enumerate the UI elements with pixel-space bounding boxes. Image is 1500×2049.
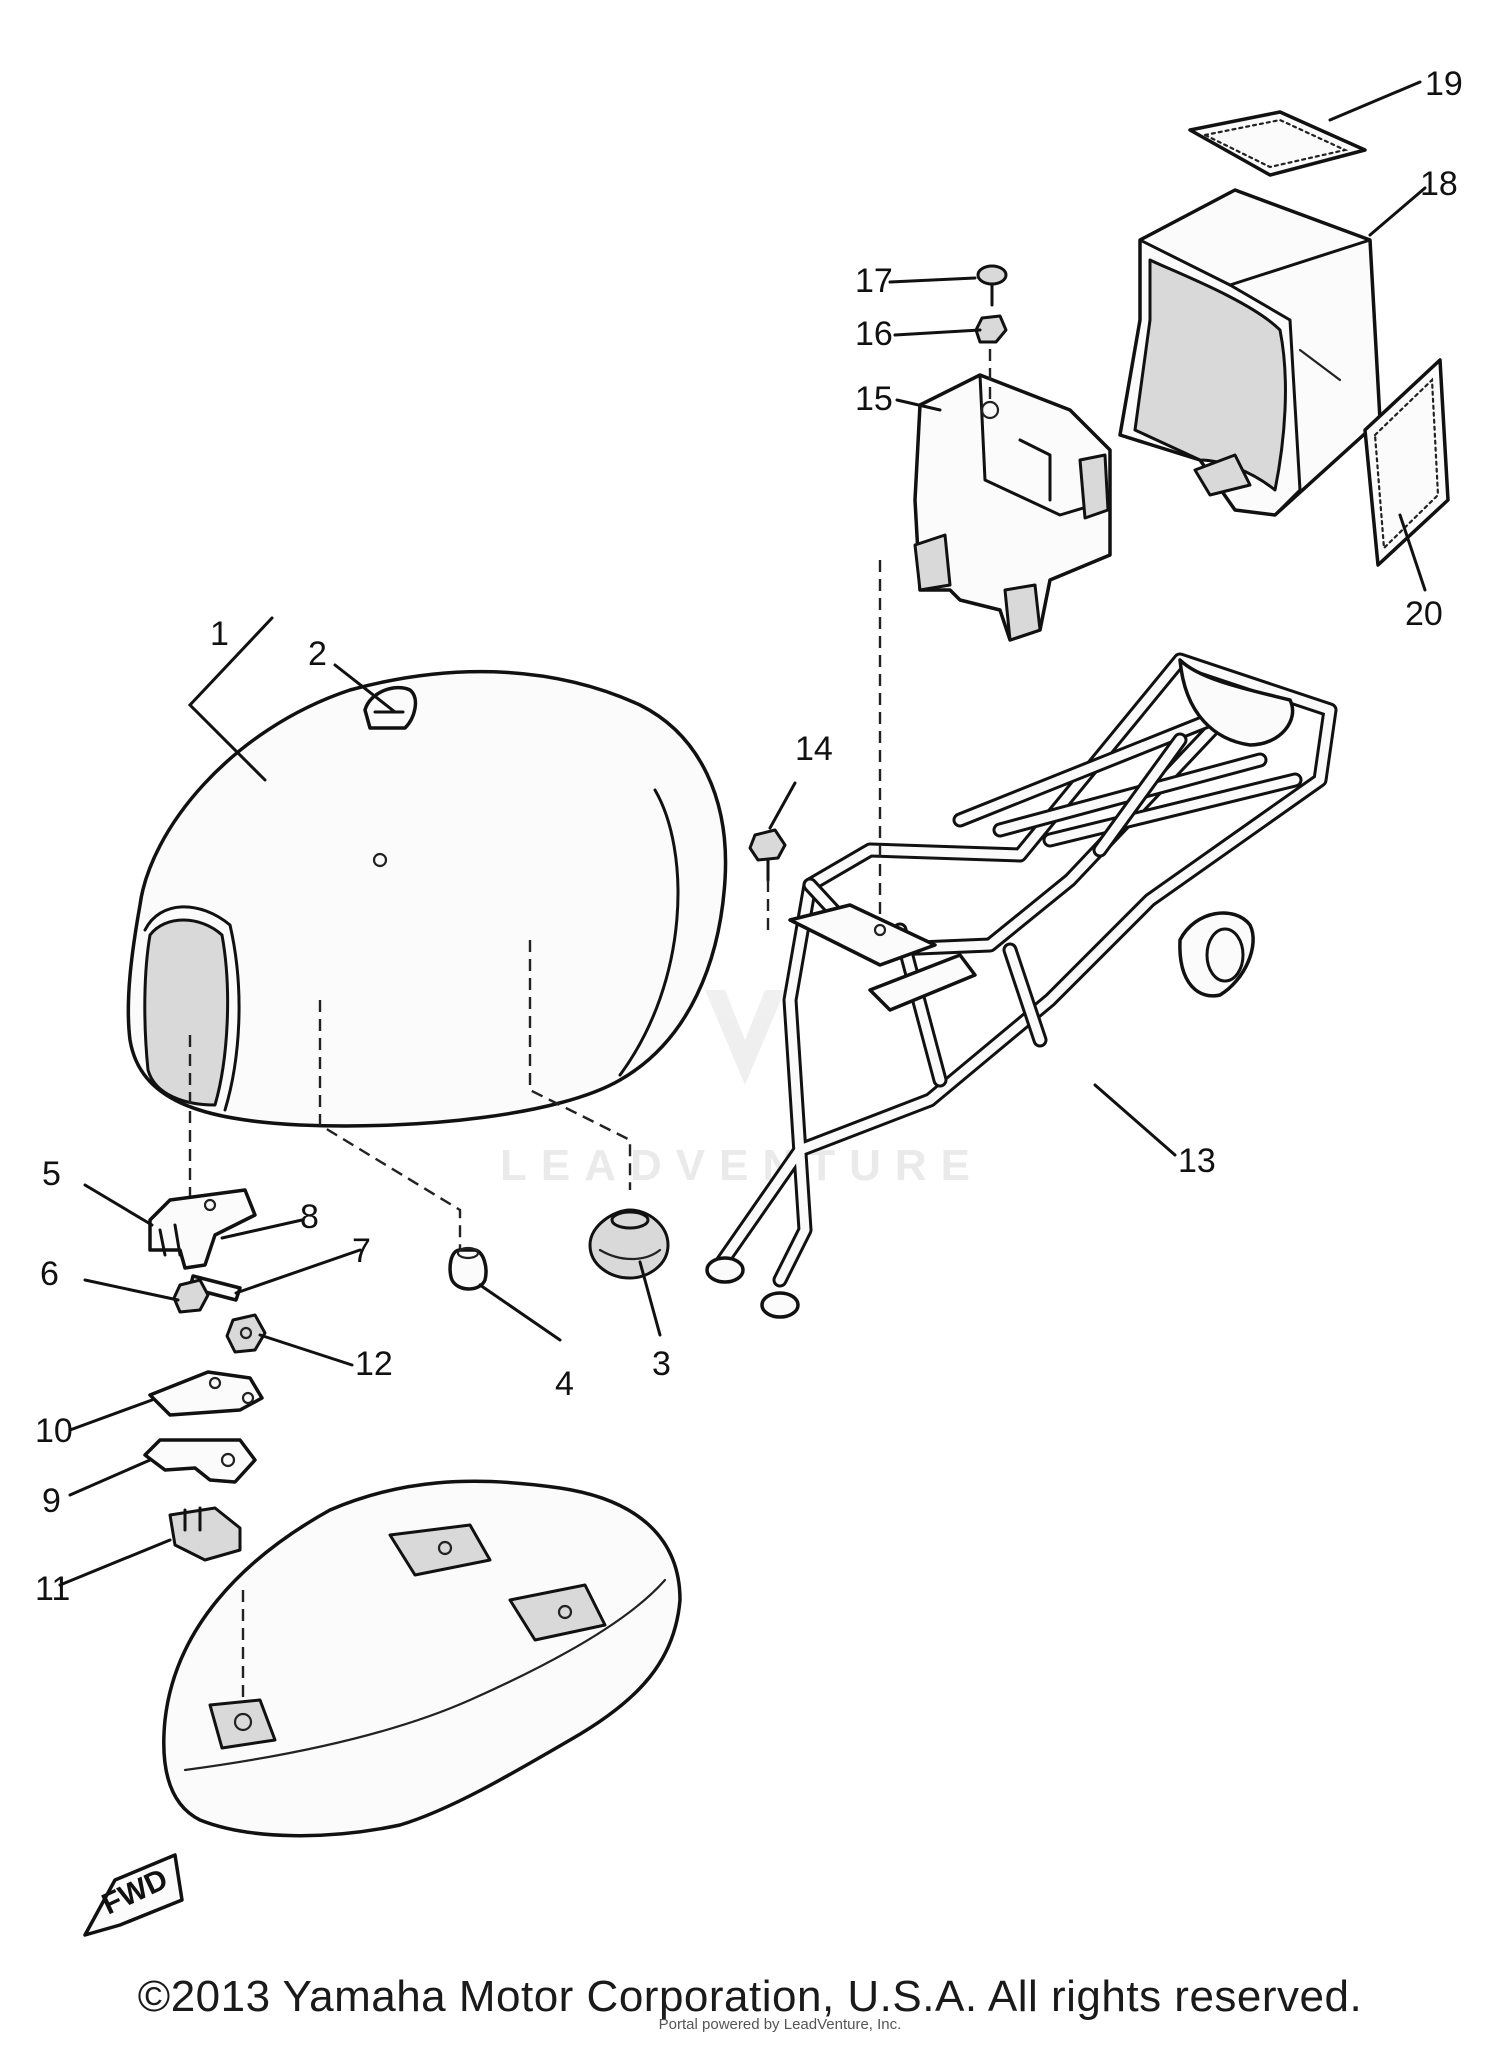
callout-5: 5 (42, 1155, 61, 1193)
label-20 (1363, 358, 1450, 567)
screw-17 (976, 264, 1008, 307)
callout-2: 2 (308, 635, 327, 673)
nut-6 (172, 1278, 210, 1314)
hook-9 (143, 1438, 257, 1484)
callout-13: 13 (1178, 1142, 1216, 1180)
callout-12: 12 (355, 1345, 393, 1383)
callout-11: 11 (35, 1570, 70, 1608)
seat-pan (162, 1479, 682, 1838)
callout-8: 8 (300, 1198, 319, 1236)
bolt-14 (748, 828, 787, 930)
leader-lines (58, 80, 1427, 1587)
callout-16: 16 (855, 315, 893, 353)
plate-10 (148, 1370, 264, 1417)
callout-19: 19 (1425, 65, 1463, 103)
fwd-arrow: FWD (83, 1853, 184, 1937)
damper-4 (448, 1246, 488, 1291)
callout-4: 4 (555, 1365, 574, 1403)
callout-20: 20 (1405, 595, 1443, 633)
callout-6: 6 (40, 1255, 59, 1293)
catch-11 (168, 1506, 242, 1562)
seat (126, 669, 728, 1260)
label-19 (1188, 110, 1367, 177)
hinge-bracket (148, 1188, 257, 1270)
callout-10: 10 (35, 1412, 73, 1450)
callout-9: 9 (42, 1482, 61, 1520)
callout-1: 1 (210, 615, 229, 653)
watermark-text: LEADVENTURE (500, 1141, 984, 1190)
callout-7: 7 (352, 1232, 371, 1270)
copyright-notice: ©2013 Yamaha Motor Corporation, U.S.A. A… (137, 1972, 1363, 2021)
callouts: 1 2 3 4 5 6 7 8 9 10 11 12 13 14 15 16 1… (35, 65, 1463, 1608)
nut-12 (225, 1313, 267, 1354)
callout-18: 18 (1420, 165, 1458, 203)
battery-bracket (878, 330, 1112, 920)
callout-3: 3 (652, 1345, 671, 1383)
portal-credit: Portal powered by LeadVenture, Inc. (658, 2016, 902, 2033)
watermark: LEADVENTURE (500, 990, 984, 1190)
battery-case (1118, 188, 1382, 517)
rear-carrier-frame (705, 652, 1338, 1319)
callout-15: 15 (855, 380, 893, 418)
callout-17: 17 (855, 262, 893, 300)
grommet-3 (588, 1208, 670, 1280)
callout-14: 14 (795, 730, 833, 768)
